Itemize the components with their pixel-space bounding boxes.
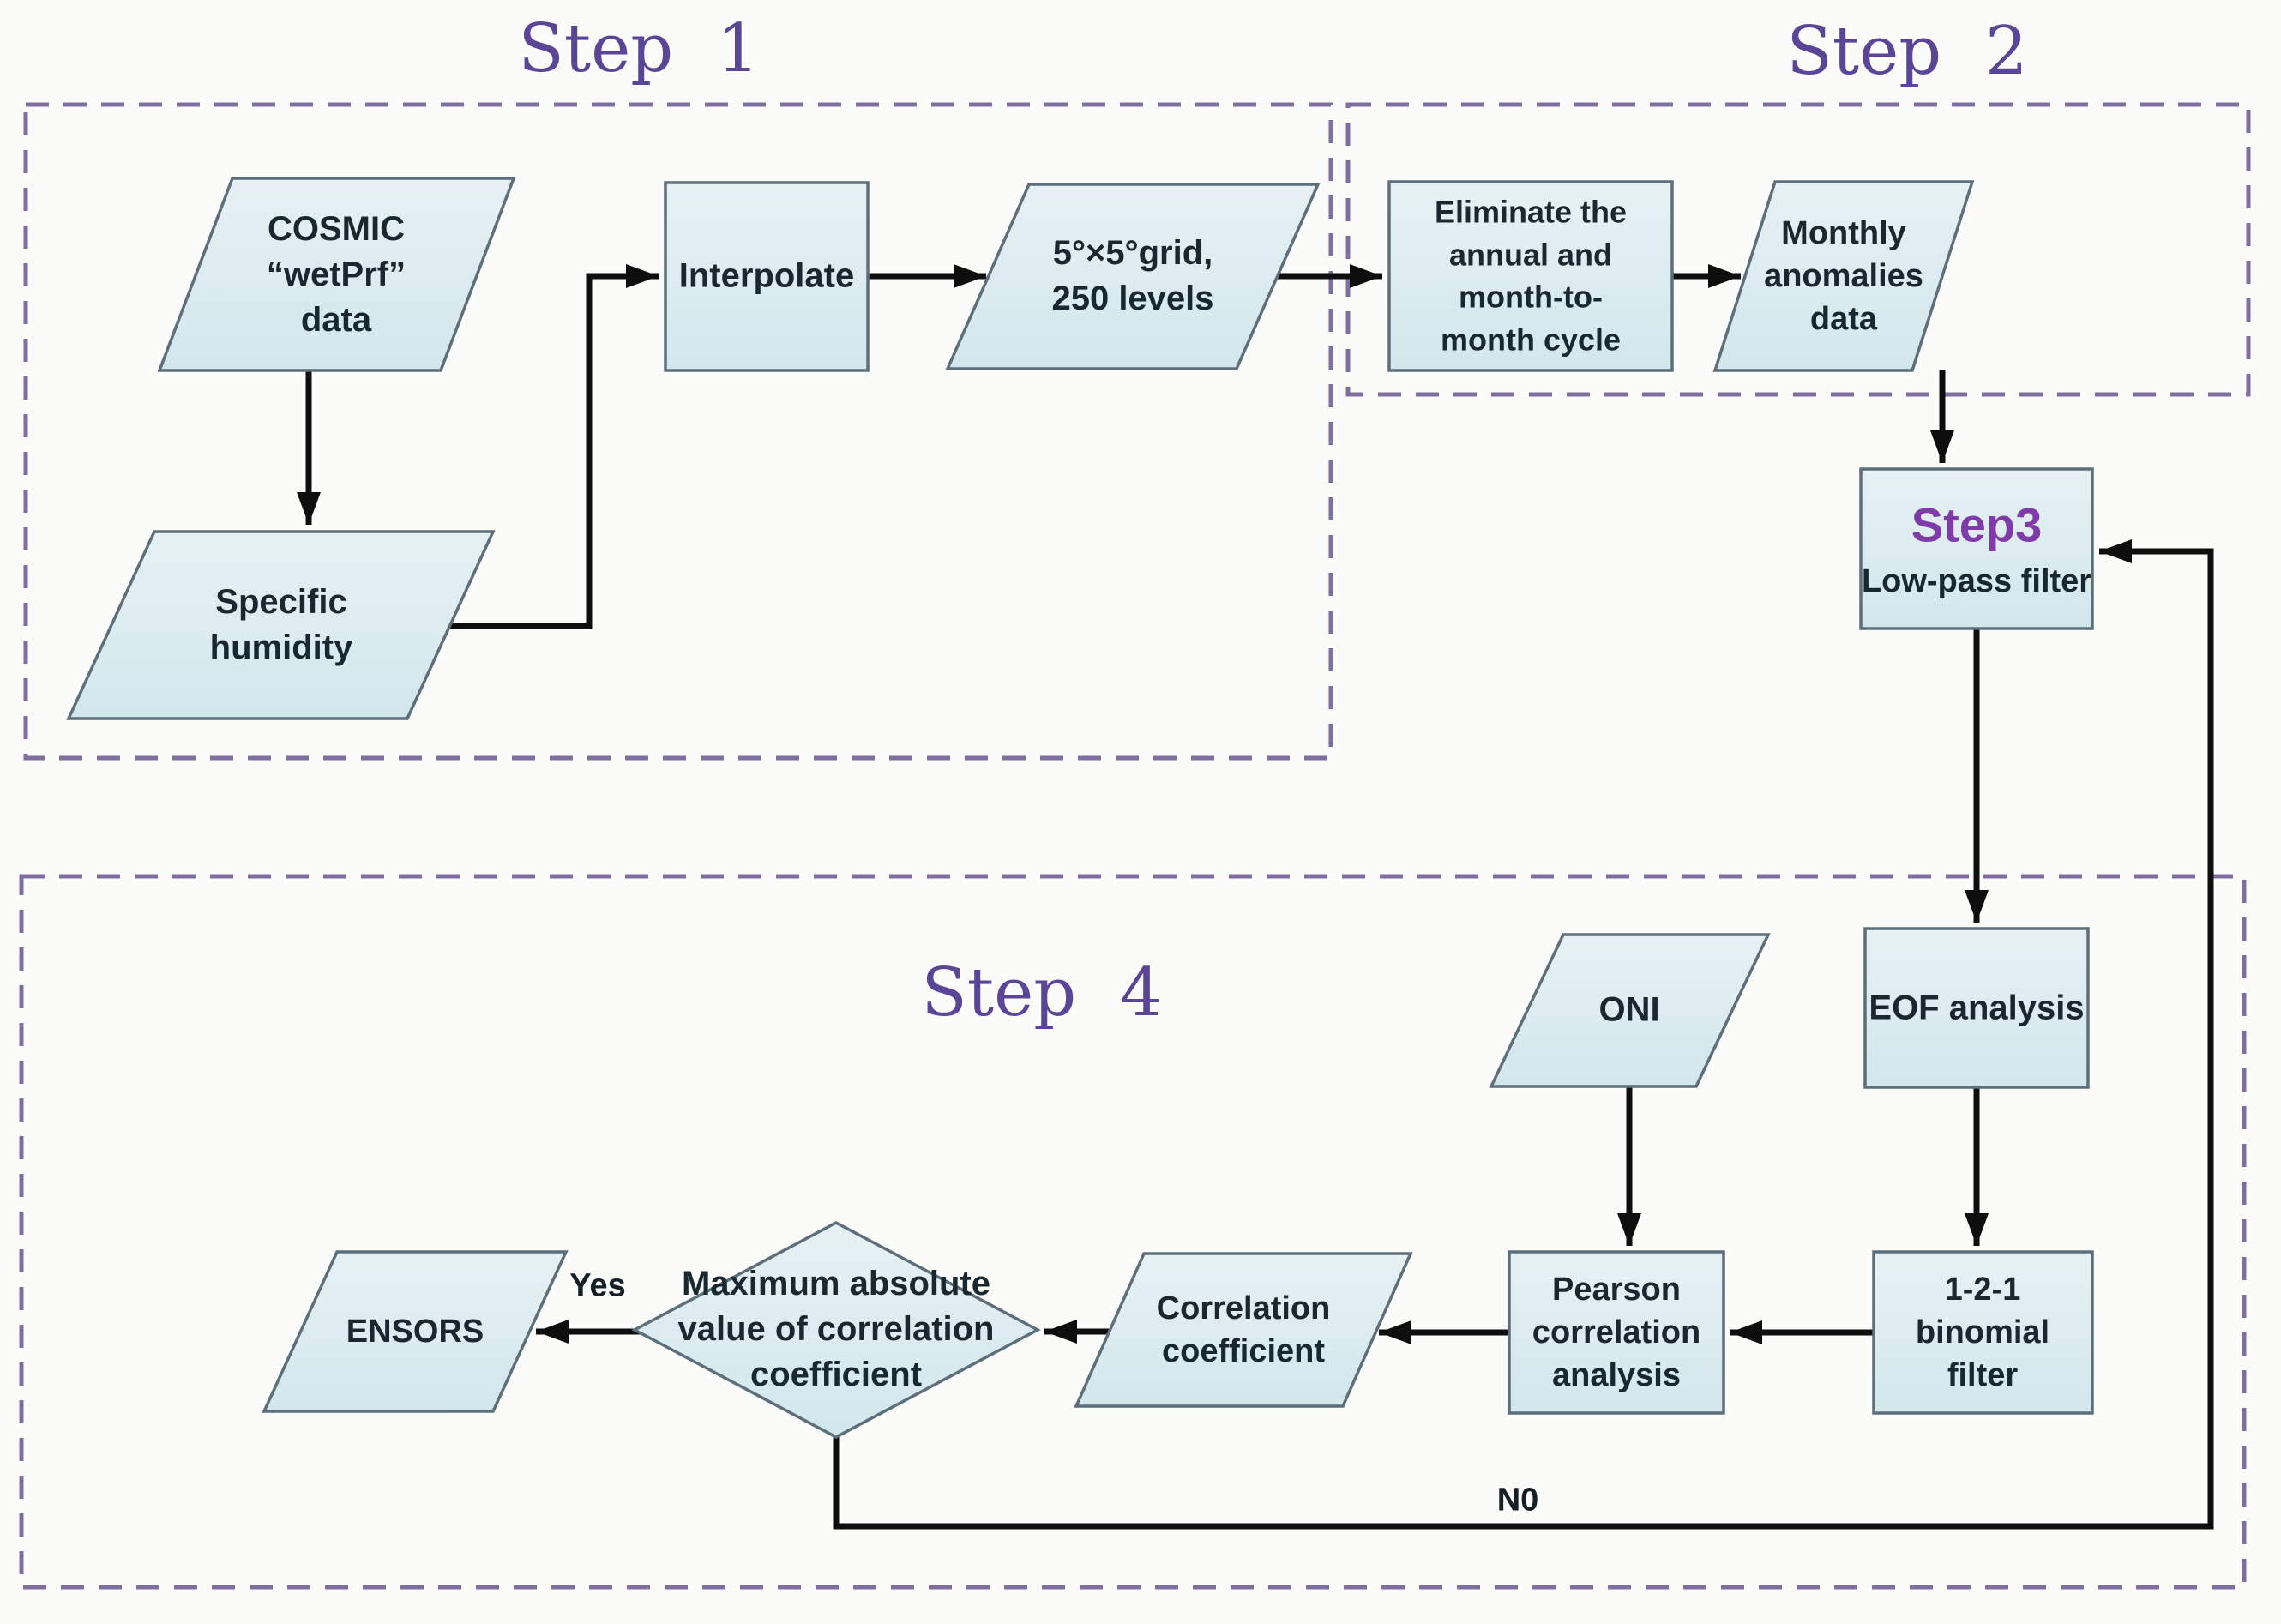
step1-title: Step 1 [518,10,760,87]
ensors-node-shape [262,1250,569,1413]
eof-node-shape [1863,927,2090,1089]
pearson-node-shape [1508,1250,1725,1415]
decision-diamond-label: Maximum absolute value of correlation co… [677,1264,995,1393]
oni-node-shape [1489,933,1771,1088]
interpolate-node-shape [664,181,870,372]
correlation-coefficient-node-shape [1074,1252,1413,1408]
eliminate-node-shape [1387,180,1674,372]
step2-group-box [1345,102,2251,397]
monthly-anomalies-node-label: Monthly anomalies data [1764,214,1923,338]
step4-group-box [19,874,2247,1590]
step3-node-subtitle: Low-pass filter [1861,562,2092,599]
specific-humidity-node-shape [66,530,496,720]
eof-node-label: EOF analysis [1869,989,2085,1027]
edge-decision-no-loop-to-step3 [833,539,2214,1530]
step4-title: Step 4 [921,954,1163,1032]
step3-node-title: Step3 [1911,497,2043,552]
ensors-node-label: ENSORS [346,1313,484,1350]
grid-node-shape [945,183,1321,370]
monthly-anomalies-node-shape [1712,180,1975,372]
oni-node-label: ONI [1598,990,1660,1029]
grid-node-label: 5°×5°grid, 250 levels [1051,234,1214,317]
binomial-node-shape [1872,1250,2094,1415]
specific-humidity-node-label: Specific humidity [209,583,353,666]
decision-diamond-shape [631,1221,1041,1439]
step3-node-shape [1859,467,2094,630]
eliminate-node-label: Eliminate the annual and month-to- month… [1434,194,1628,358]
cosmic-node-shape [157,177,516,372]
step2-title: Step 2 [1786,13,2028,90]
cosmic-node-label: COSMIC “wetPrf” data [266,209,406,339]
step1-group-box [23,102,1333,761]
no-edge-label: N0 [1496,1482,1539,1519]
pearson-node-label: Pearson correlation analysis [1532,1271,1701,1394]
binomial-node-label: 1-2-1 binomial filter [1915,1271,2050,1394]
yes-edge-label: Yes [569,1267,626,1304]
edge-specific-to-interpolate [446,264,659,629]
interpolate-node-label: Interpolate [678,256,855,295]
correlation-coefficient-node-label: Correlation coefficient [1156,1290,1331,1369]
